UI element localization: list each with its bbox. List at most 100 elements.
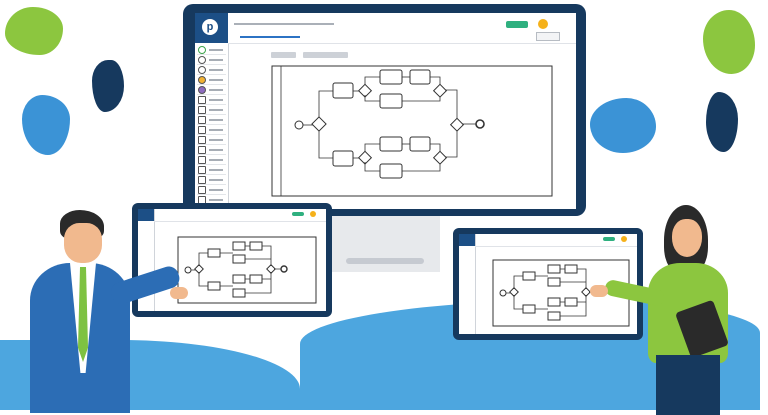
right-tablet-sidebar [459, 234, 476, 334]
sub-bar-button[interactable] [536, 32, 560, 41]
shape-icon [198, 155, 206, 164]
woman-presenter [580, 205, 768, 415]
gateway-6 [449, 117, 465, 132]
sidebar-item[interactable] [197, 125, 226, 135]
blue-blob-left [22, 95, 70, 155]
left-tablet-logo [138, 209, 154, 221]
sidebar-item[interactable] [197, 85, 226, 95]
sidebar-item-label [209, 118, 223, 121]
shape-icon [198, 185, 206, 194]
left-tablet-diagram [177, 236, 317, 304]
start-event-icon [294, 120, 304, 130]
green-blob-top-left [5, 7, 63, 55]
right-tablet-logo [459, 234, 475, 246]
sidebar-item-label [209, 108, 223, 111]
end-event-icon [475, 119, 485, 129]
gateway-1 [311, 116, 327, 132]
main-screen: p [195, 13, 576, 209]
sidebar-item[interactable] [197, 175, 226, 185]
man-face [64, 223, 102, 263]
task-8 [409, 136, 431, 152]
sidebar-item[interactable] [197, 95, 226, 105]
task-6 [379, 163, 403, 179]
sidebar-header: p [195, 13, 228, 43]
sidebar-item-label [209, 188, 223, 191]
shape-icon [198, 95, 206, 104]
left-tablet-action-button[interactable] [292, 212, 304, 216]
left-tablet-sidebar [138, 209, 155, 311]
sidebar-item-label [209, 78, 223, 81]
task-4 [379, 93, 403, 109]
task-7 [409, 69, 431, 85]
sub-bar [228, 31, 576, 43]
sidebar-item[interactable] [197, 145, 226, 155]
man-tie [78, 267, 88, 362]
right-tablet-avatar-icon[interactable] [621, 236, 627, 242]
sidebar-item-label [209, 178, 223, 181]
sidebar-item[interactable] [197, 185, 226, 195]
shape-icon [198, 45, 206, 54]
left-tablet-avatar-icon[interactable] [310, 211, 316, 217]
right-tablet-topbar [475, 234, 637, 247]
green-blob-right [703, 10, 755, 74]
left-tablet-topbar [154, 209, 326, 222]
shape-icon [198, 65, 206, 74]
sidebar-item[interactable] [197, 155, 226, 165]
breadcrumb [234, 23, 334, 25]
sidebar-item-label [209, 48, 223, 51]
sidebar-item-label [209, 148, 223, 151]
right-tablet-screen [459, 234, 637, 334]
sidebar-item[interactable] [197, 45, 226, 55]
sub-bar-path [240, 36, 300, 38]
blue-blob-right [590, 98, 656, 153]
sidebar-item-label [209, 158, 223, 161]
sidebar: p [195, 13, 229, 209]
sidebar-item-label [209, 128, 223, 131]
right-tablet [453, 228, 643, 340]
sidebar-item[interactable] [197, 165, 226, 175]
shape-icon [198, 125, 206, 134]
sidebar-item[interactable] [197, 115, 226, 125]
sidebar-item[interactable] [197, 75, 226, 85]
bpmn-diagram [271, 65, 553, 197]
sidebar-item[interactable] [197, 135, 226, 145]
top-bar [228, 13, 576, 44]
sidebar-item-label [209, 88, 223, 91]
right-tablet-action-button[interactable] [603, 237, 615, 241]
man-hand [170, 287, 188, 299]
task-3 [379, 69, 403, 85]
monitor-stand-base [346, 258, 424, 264]
gateway-3 [357, 150, 373, 165]
tab-two[interactable] [303, 52, 348, 58]
right-tablet-diagram [492, 259, 630, 327]
shape-icon [198, 175, 206, 184]
shape-icon [198, 165, 206, 174]
tab-one[interactable] [271, 52, 296, 58]
left-tablet [132, 203, 332, 317]
sidebar-item[interactable] [197, 105, 226, 115]
sidebar-item-label [209, 138, 223, 141]
main-monitor: p [183, 4, 586, 216]
shape-icon [198, 75, 206, 84]
primary-action-button[interactable] [506, 21, 528, 28]
left-tablet-screen [138, 209, 326, 311]
shape-icon [198, 115, 206, 124]
gateway-5 [432, 150, 448, 165]
user-avatar-icon[interactable] [538, 19, 548, 29]
p-logo-icon[interactable]: p [202, 19, 218, 35]
sidebar-item-label [209, 168, 223, 171]
shape-icon [198, 55, 206, 64]
sidebar-item-label [209, 198, 223, 201]
sidebar-item-label [209, 98, 223, 101]
task-1 [332, 82, 354, 99]
sidebar-item[interactable] [197, 55, 226, 65]
shape-icon [198, 145, 206, 154]
sidebar-item[interactable] [197, 65, 226, 75]
task-5 [379, 136, 403, 152]
pool-frame [271, 65, 553, 197]
shape-icon [198, 85, 206, 94]
woman-face [672, 219, 702, 257]
woman-pants [656, 355, 720, 415]
task-2 [332, 150, 354, 167]
shape-icon [198, 135, 206, 144]
